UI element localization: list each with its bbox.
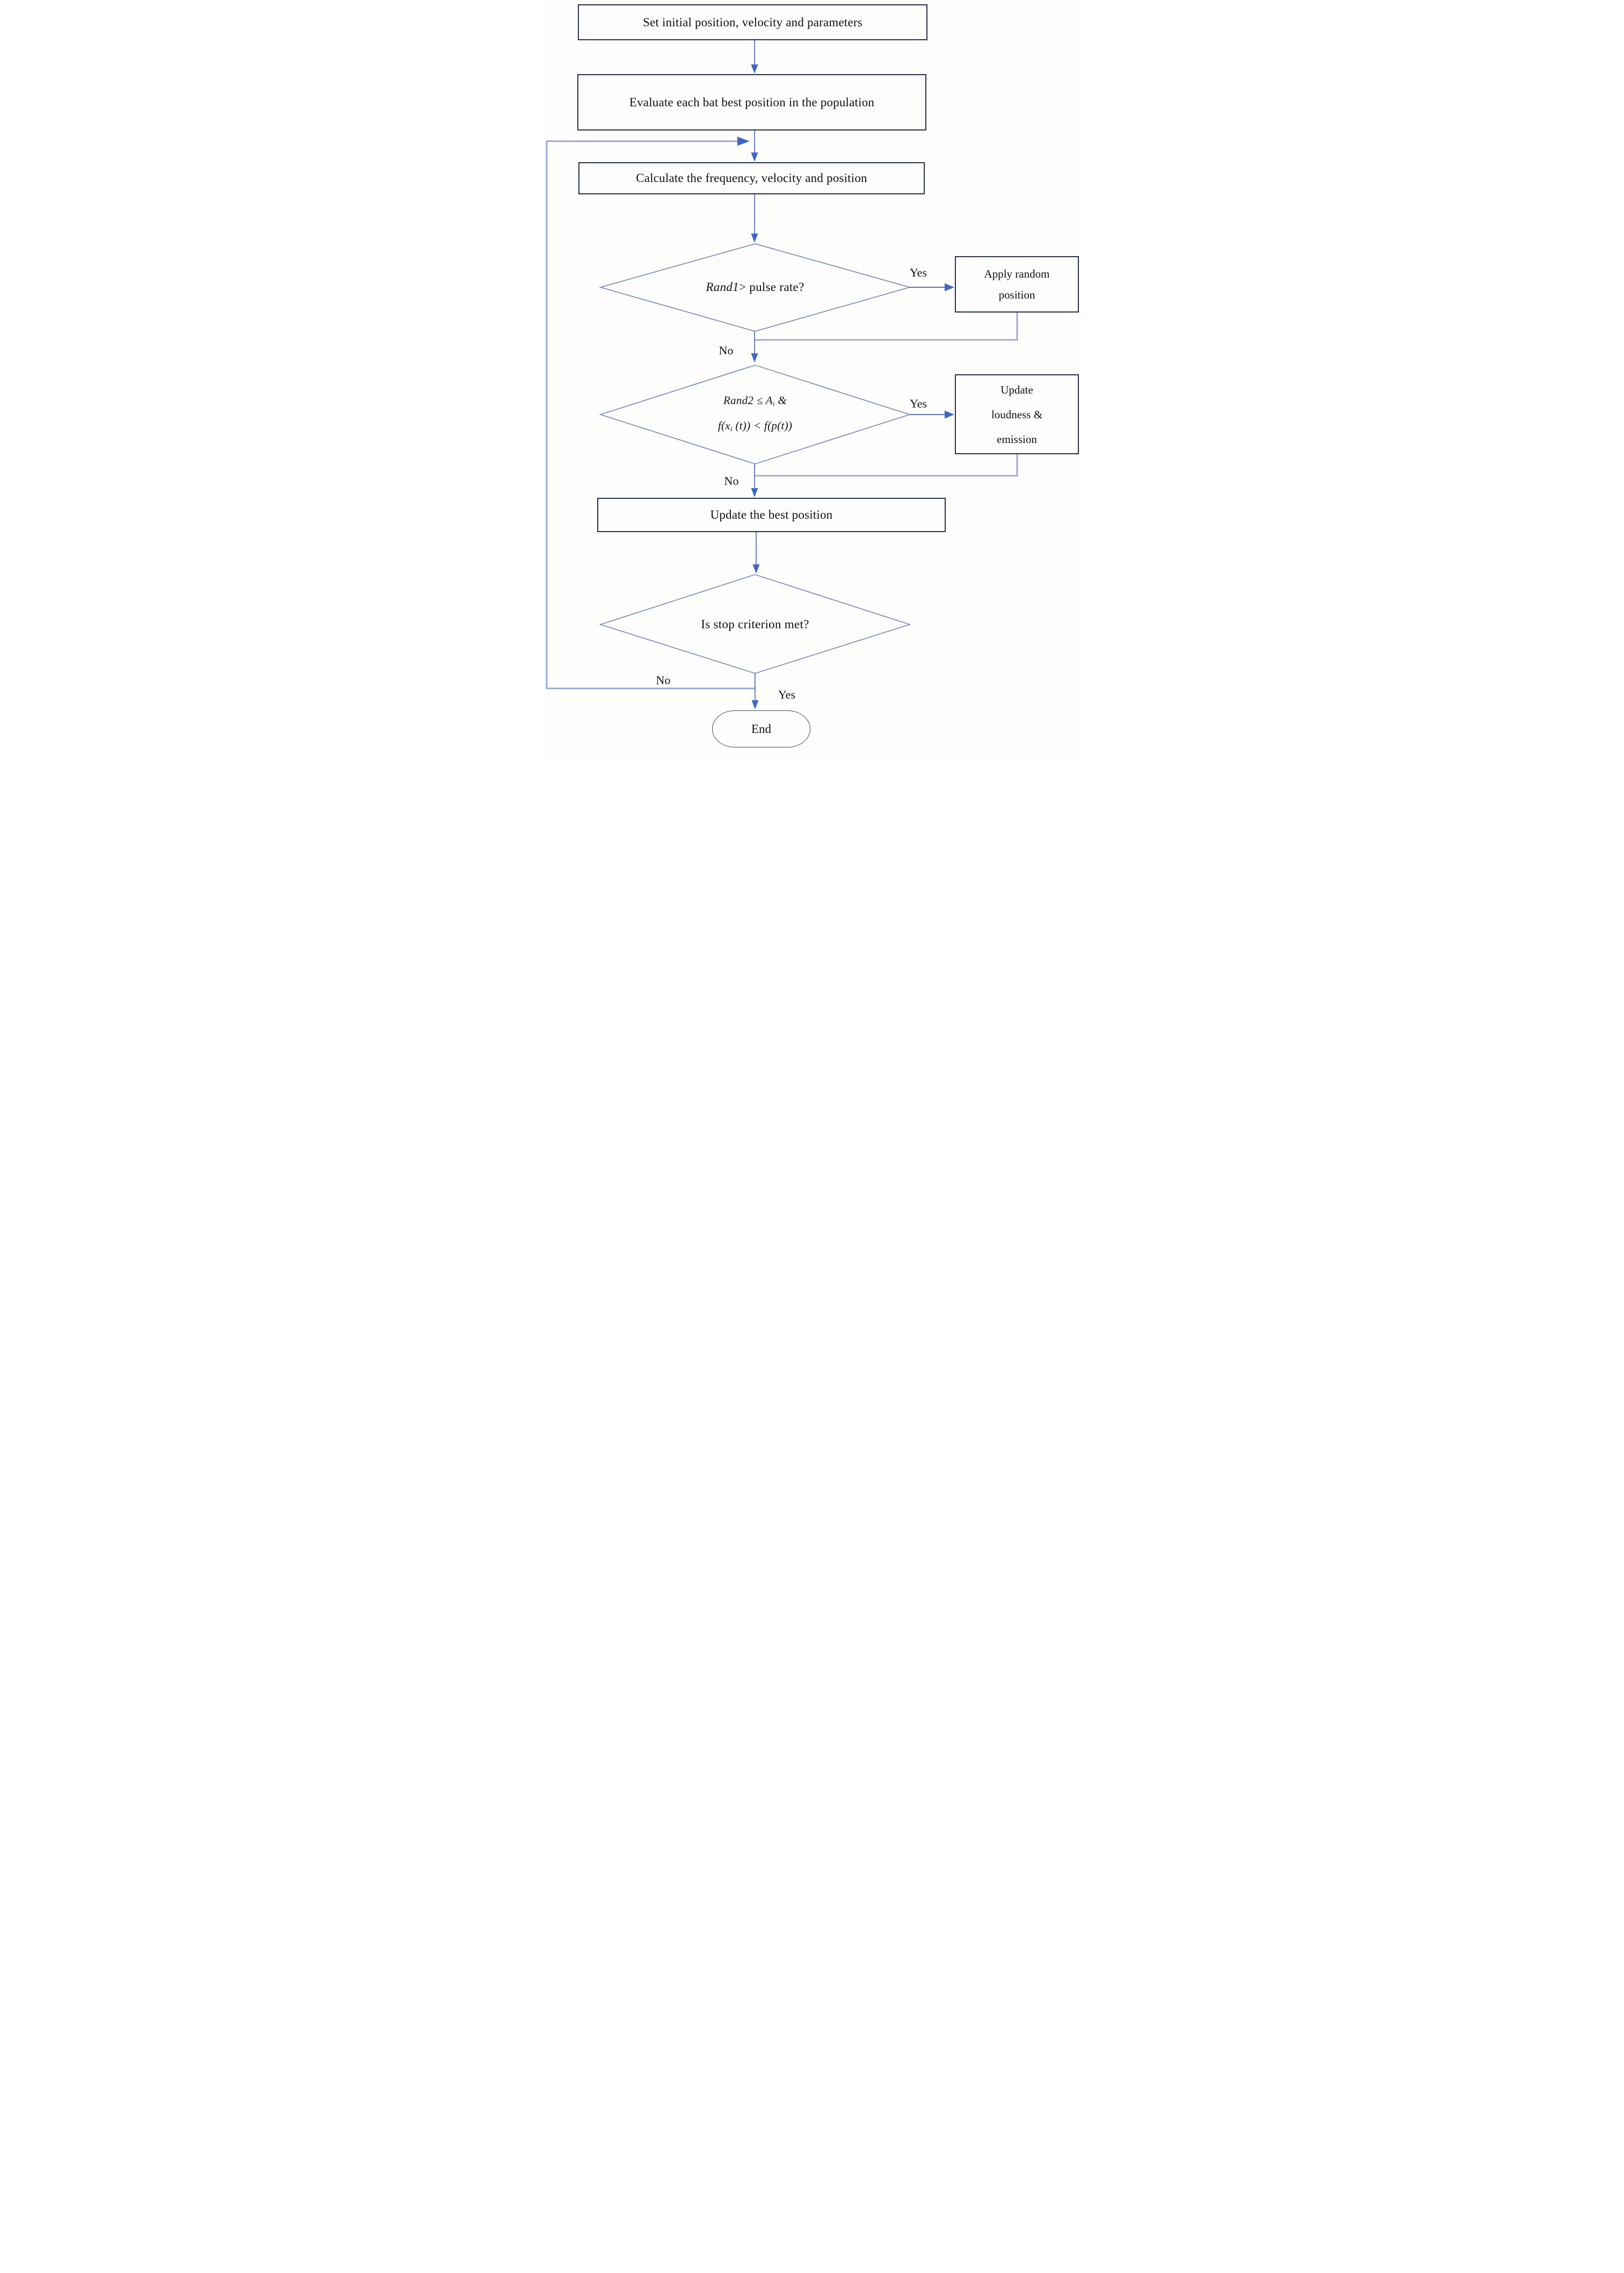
loudness-line2-sub: i bbox=[730, 424, 733, 433]
decision-loudness-line1: Rand2 ≤ Ai & bbox=[723, 394, 787, 408]
process-calculate: Calculate the frequency, velocity and po… bbox=[578, 162, 925, 194]
process-evaluate-bats: Evaluate each bat best position in the p… bbox=[577, 74, 926, 130]
decision-pulse-rate-text: Rand1> pulse rate? bbox=[706, 277, 804, 298]
arrowhead-calculate-decision1 bbox=[751, 234, 758, 243]
process-apply-random-position-label: Apply random position bbox=[984, 264, 1050, 306]
arrowhead-decision2-update-best bbox=[751, 488, 758, 497]
arrowhead-evaluate-calculate bbox=[751, 152, 758, 162]
loudness-line2-main: f(x bbox=[717, 419, 730, 432]
edge-update-loudness-return bbox=[755, 454, 1018, 477]
arrowhead-update-best-decision3 bbox=[752, 564, 760, 573]
apply-random-line1: Apply random bbox=[984, 267, 1050, 280]
process-update-best-position-label: Update the best position bbox=[710, 508, 833, 521]
edge-label-yes-stop: Yes bbox=[778, 688, 796, 701]
process-apply-random-position: Apply random position bbox=[955, 256, 1079, 313]
arrowhead-decision2-yes bbox=[945, 410, 954, 419]
decision-stop-label: Is stop criterion met? bbox=[701, 618, 809, 631]
loopback-arrowhead bbox=[737, 136, 750, 146]
apply-random-line2: position bbox=[998, 288, 1035, 301]
edge-label-no-loudness: No bbox=[724, 474, 739, 488]
process-set-initial-label: Set initial position, velocity and param… bbox=[643, 15, 862, 29]
loopback-edge bbox=[546, 140, 755, 689]
process-evaluate-bats-label: Evaluate each bat best position in the p… bbox=[629, 95, 875, 109]
loudness-line1-main: Rand2 ≤ A bbox=[723, 394, 773, 407]
decision2-shape bbox=[599, 365, 911, 464]
decision-loudness-line2: f(xi (t)) < f(p(t)) bbox=[717, 419, 793, 433]
update-loudness-line2: loudness & bbox=[991, 408, 1043, 421]
process-update-loudness-label: Update loudness & emission bbox=[991, 377, 1042, 452]
process-update-best-position: Update the best position bbox=[597, 498, 946, 532]
arrowhead-decision1-yes bbox=[945, 283, 954, 292]
edge-label-no-pulse: No bbox=[719, 344, 734, 357]
edge-label-yes-loudness: Yes bbox=[909, 397, 927, 410]
loudness-line1-sub: i bbox=[772, 400, 775, 408]
edge-apply-return bbox=[755, 313, 1018, 341]
process-set-initial: Set initial position, velocity and param… bbox=[578, 4, 927, 40]
terminator-end-label: End bbox=[751, 722, 772, 736]
terminator-end: End bbox=[712, 710, 810, 747]
arrowhead-start-evaluate bbox=[751, 64, 758, 74]
edge-label-no-stop: No bbox=[656, 673, 671, 687]
decision1-shape bbox=[598, 243, 912, 332]
flowchart-canvas: Set initial position, velocity and param… bbox=[541, 0, 1083, 758]
loudness-line2-tail: (t)) < f(p(t)) bbox=[732, 419, 793, 432]
update-loudness-line3: emission bbox=[997, 432, 1037, 446]
update-loudness-line1: Update bbox=[1001, 383, 1033, 396]
connector-layer bbox=[546, 40, 1018, 709]
loudness-line1-tail: & bbox=[774, 394, 787, 407]
decision-loudness-text: Rand2 ≤ Ai & f(xi (t)) < f(p(t)) bbox=[718, 389, 792, 439]
process-update-loudness: Update loudness & emission bbox=[955, 374, 1079, 454]
arrowhead-decision1-decision2 bbox=[751, 353, 758, 362]
decision-stop-text: Is stop criterion met? bbox=[701, 614, 809, 635]
arrowhead-decision3-end bbox=[751, 700, 759, 709]
decision-pulse-rate-rest: > pulse rate? bbox=[738, 280, 804, 294]
edge-label-yes-pulse: Yes bbox=[909, 266, 927, 279]
decision-pulse-rate-var: Rand1 bbox=[706, 280, 739, 294]
process-calculate-label: Calculate the frequency, velocity and po… bbox=[636, 171, 867, 185]
